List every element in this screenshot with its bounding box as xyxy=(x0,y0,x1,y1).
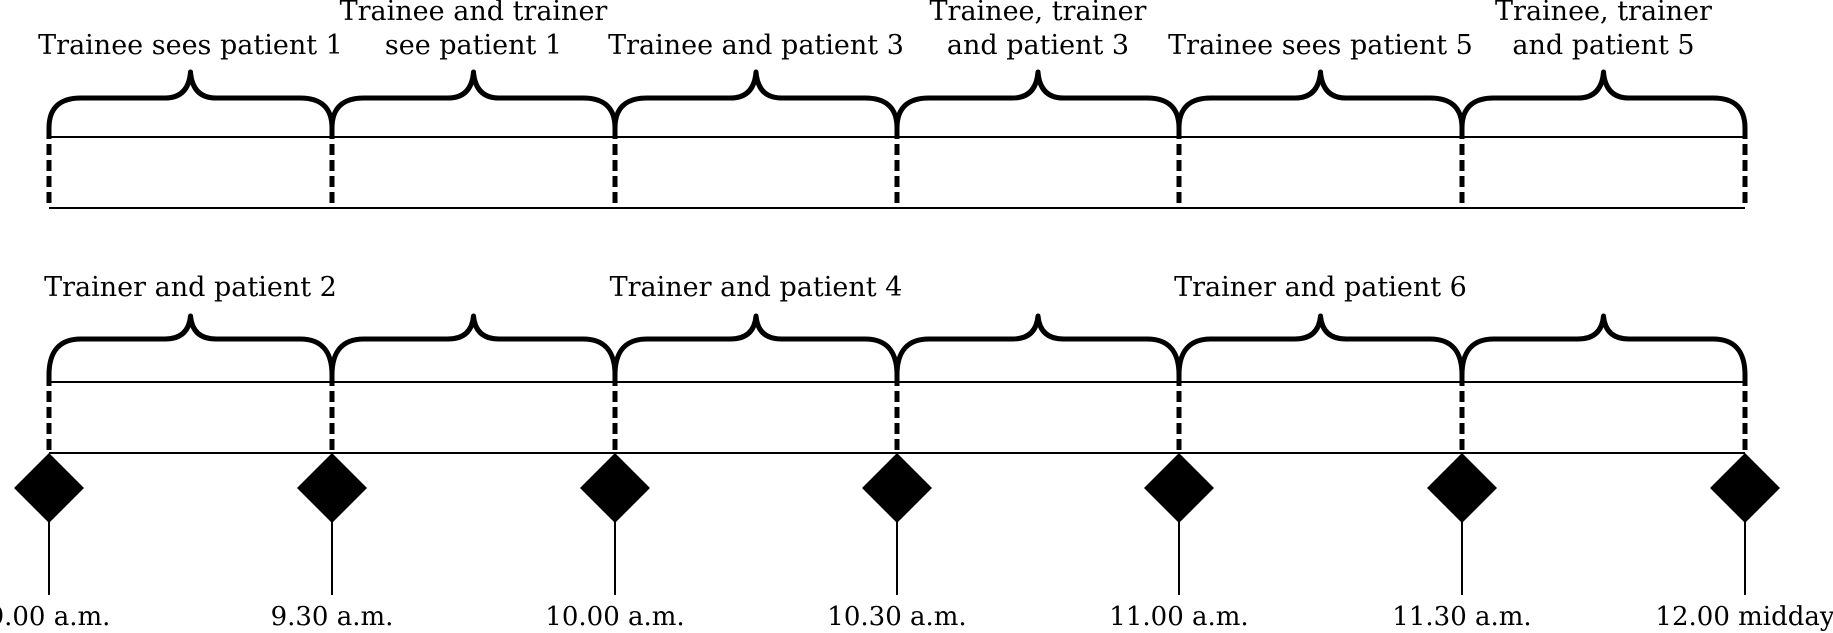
time-axis: 9.00 a.m. 9.30 a.m. 10.00 a.m. 10.30 a.m. 11… xyxy=(0,453,1833,632)
time-tick-label: 9.00 a.m. xyxy=(0,602,110,632)
track1-segment-label-3: Trainee and patient 3 xyxy=(608,30,904,61)
track1-brace-5 xyxy=(1176,69,1465,131)
track1-brace-3 xyxy=(612,69,900,131)
track1-brace-2 xyxy=(329,69,618,131)
trainer-track: Trainer and patient 2 Trainer and patient… xyxy=(44,272,1748,454)
track1-segment-label-line: Trainee sees patient 1 xyxy=(38,30,343,61)
time-tick-label: 10.30 a.m. xyxy=(827,602,966,632)
time-marker-diamond xyxy=(580,453,650,523)
time-marker-diamond xyxy=(1144,453,1214,523)
track2-segment-label-3: Trainer and patient 4 xyxy=(610,272,903,303)
track1-brace-6 xyxy=(1459,69,1748,131)
track1-segment-label-2: Trainee and trainer see patient 1 xyxy=(340,0,608,61)
track2-segment-label-line: Trainer and patient 2 xyxy=(44,272,337,303)
track2-brace-1 xyxy=(46,313,335,378)
track1-brace-1 xyxy=(46,69,335,131)
track1-segment-label-4: Trainee, trainer and patient 3 xyxy=(930,0,1147,61)
track2-brace-2 xyxy=(329,313,618,378)
time-tick-label: 11.00 a.m. xyxy=(1109,602,1248,632)
track2-brace-4 xyxy=(894,313,1182,378)
track1-segment-label-line: Trainee, trainer xyxy=(1495,0,1712,27)
time-marker-diamond xyxy=(14,453,84,523)
track2-segment-label-5: Trainer and patient 6 xyxy=(1174,272,1467,303)
track1-segment-label-line: Trainee sees patient 5 xyxy=(1168,30,1473,61)
time-marker-diamond xyxy=(297,453,367,523)
track2-brace-5 xyxy=(1176,313,1465,378)
track1-segment-label-6: Trainee, trainer and patient 5 xyxy=(1495,0,1712,61)
track2-segment-label-line: Trainer and patient 6 xyxy=(1174,272,1467,303)
track1-segment-label-1: Trainee sees patient 1 xyxy=(38,30,343,61)
time-tick-label: 9.30 a.m. xyxy=(271,602,394,632)
track2-brace-3 xyxy=(612,313,900,378)
track1-segment-label-line: and patient 5 xyxy=(1512,30,1694,61)
track1-segment-label-line: Trainee, trainer xyxy=(930,0,1147,27)
track1-brace-4 xyxy=(894,69,1182,131)
track1-segment-label-line: Trainee and trainer xyxy=(340,0,608,27)
time-marker-diamond xyxy=(862,453,932,523)
track1-segment-label-line: Trainee and patient 3 xyxy=(608,30,904,61)
time-marker-diamond xyxy=(1710,453,1780,523)
time-tick-label: 11.30 a.m. xyxy=(1392,602,1531,632)
track1-segment-label-5: Trainee sees patient 5 xyxy=(1168,30,1473,61)
track2-segment-label-line: Trainer and patient 4 xyxy=(610,272,903,303)
track1-segment-label-line: and patient 3 xyxy=(947,30,1129,61)
track2-brace-6 xyxy=(1459,313,1748,378)
track1-segment-label-line: see patient 1 xyxy=(385,30,562,61)
time-marker-diamond xyxy=(1427,453,1497,523)
time-tick-label: 12.00 midday xyxy=(1655,602,1833,632)
track2-segment-label-1: Trainer and patient 2 xyxy=(44,272,337,303)
time-tick-label: 10.00 a.m. xyxy=(545,602,684,632)
